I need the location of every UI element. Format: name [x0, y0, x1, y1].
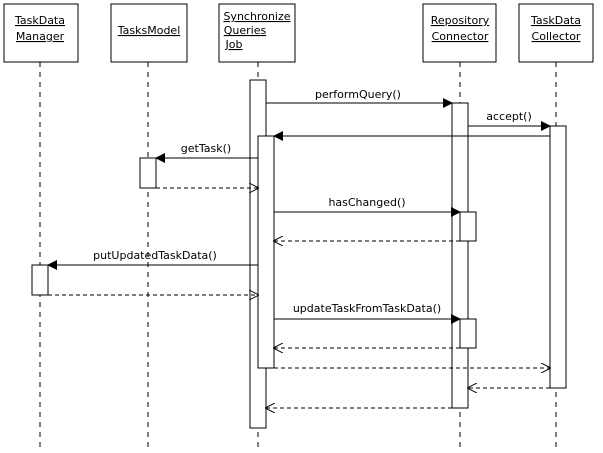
- activation-rc-updatetask: [459, 318, 477, 349]
- message-get-task-label: getTask(): [181, 142, 231, 155]
- participant-label: TasksModel: [117, 24, 181, 37]
- activation-rc-outer: [451, 102, 469, 409]
- message-put-updated-task-data-label: putUpdatedTaskData(): [93, 249, 217, 262]
- participant-label: Synchronize: [223, 10, 290, 23]
- participant-label: Repository: [431, 14, 490, 27]
- participant-label: TaskData: [14, 14, 65, 27]
- participant-label: TaskData: [530, 14, 581, 27]
- activation-tasksmodel: [139, 157, 157, 189]
- participant-label: Queries: [224, 24, 267, 37]
- participant-label: Job: [225, 38, 243, 51]
- message-accept-label: accept(): [486, 110, 531, 123]
- activation-sqj-inner: [257, 135, 275, 369]
- participant-taskdata-manager: TaskData Manager: [3, 3, 79, 63]
- message-has-changed-label: hasChanged(): [328, 196, 405, 209]
- activation-rc-haschanged: [459, 211, 477, 242]
- participant-label: Connector: [432, 30, 489, 43]
- participant-label: Manager: [16, 30, 65, 43]
- participant-taskdata-collector: TaskData Collector: [518, 3, 594, 63]
- participant-tasksmodel: TasksModel: [110, 3, 188, 63]
- activation-taskdata-manager: [31, 264, 49, 296]
- message-update-task-label: updateTaskFromTaskData(): [293, 302, 441, 315]
- message-perform-query-label: performQuery(): [315, 88, 401, 101]
- activation-tdc: [549, 125, 567, 389]
- participant-repository-connector: Repository Connector: [422, 3, 497, 63]
- participant-label: Collector: [532, 30, 581, 43]
- participant-synchronize-queries-job: Synchronize Queries Job: [218, 3, 296, 63]
